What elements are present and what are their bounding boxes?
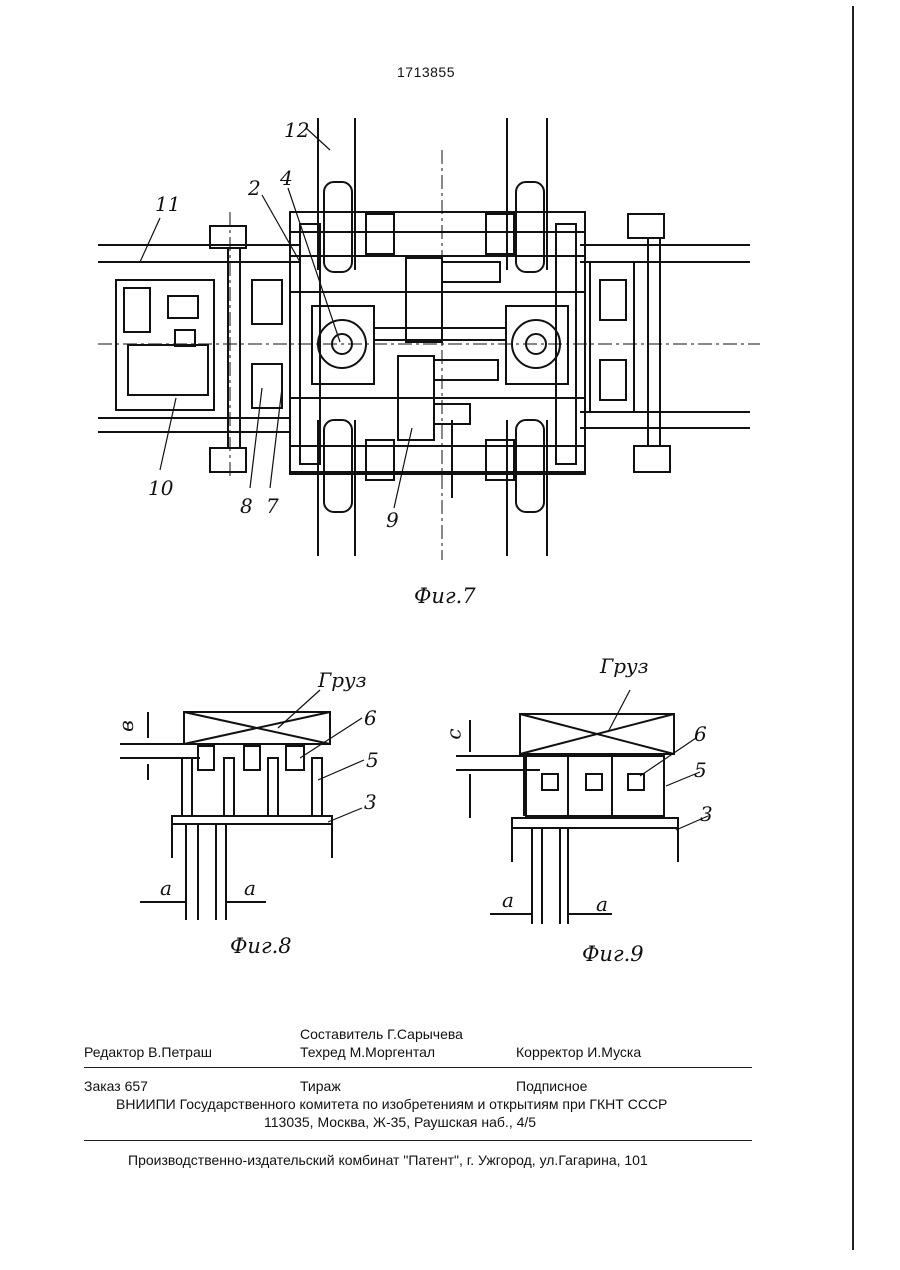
fig8-label-b: в — [114, 720, 138, 732]
fig7-caption: Фиг.7 — [414, 584, 476, 608]
footer-corrector: Корректор И.Муска — [516, 1044, 641, 1060]
fig7-label-10: 10 — [148, 476, 173, 500]
fig8-label-5: 5 — [366, 748, 379, 772]
fig7-label-9: 9 — [386, 508, 399, 532]
footer-techred: Техред М.Моргентал — [300, 1044, 435, 1060]
fig9-label-a2: а — [596, 892, 608, 916]
fig8-label-3: 3 — [364, 790, 377, 814]
footer-tirazh: Тираж — [300, 1078, 341, 1094]
fig8-label-gruz: Груз — [318, 668, 367, 692]
fig7-label-7: 7 — [266, 494, 279, 518]
fig8-caption: Фиг.8 — [230, 934, 292, 958]
fig7-label-4: 4 — [280, 166, 293, 190]
fig8-label-a1: а — [160, 876, 172, 900]
fig9-label-6: 6 — [694, 722, 707, 746]
fig8-label-6: 6 — [364, 706, 377, 730]
fig9-label-3: 3 — [700, 802, 713, 826]
footer-order: Заказ 657 — [84, 1078, 148, 1094]
footer-publisher: Производственно-издательский комбинат "П… — [128, 1152, 648, 1168]
footer-rule-bottom — [84, 1140, 752, 1141]
footer-vniipi: ВНИИПИ Государственного комитета по изоб… — [116, 1096, 667, 1112]
fig9-label-a1: а — [502, 888, 514, 912]
footer-rule-top — [84, 1067, 752, 1068]
fig9-label-c: с — [442, 728, 466, 739]
fig7-label-12: 12 — [284, 118, 309, 142]
footer-podpisnoe: Подписное — [516, 1078, 587, 1094]
fig9-caption: Фиг.9 — [582, 942, 644, 966]
footer-compiler: Составитель Г.Сарычева — [300, 1026, 463, 1042]
fig9-label-5: 5 — [694, 758, 707, 782]
fig7-label-11: 11 — [155, 192, 180, 216]
fig7-label-8: 8 — [240, 494, 253, 518]
footer-address: 113035, Москва, Ж-35, Раушская наб., 4/5 — [264, 1114, 536, 1130]
fig9-label-gruz: Груз — [600, 654, 649, 678]
fig7-label-2: 2 — [248, 176, 261, 200]
fig8-label-a2: а — [244, 876, 256, 900]
footer-editor: Редактор В.Петраш — [84, 1044, 212, 1060]
